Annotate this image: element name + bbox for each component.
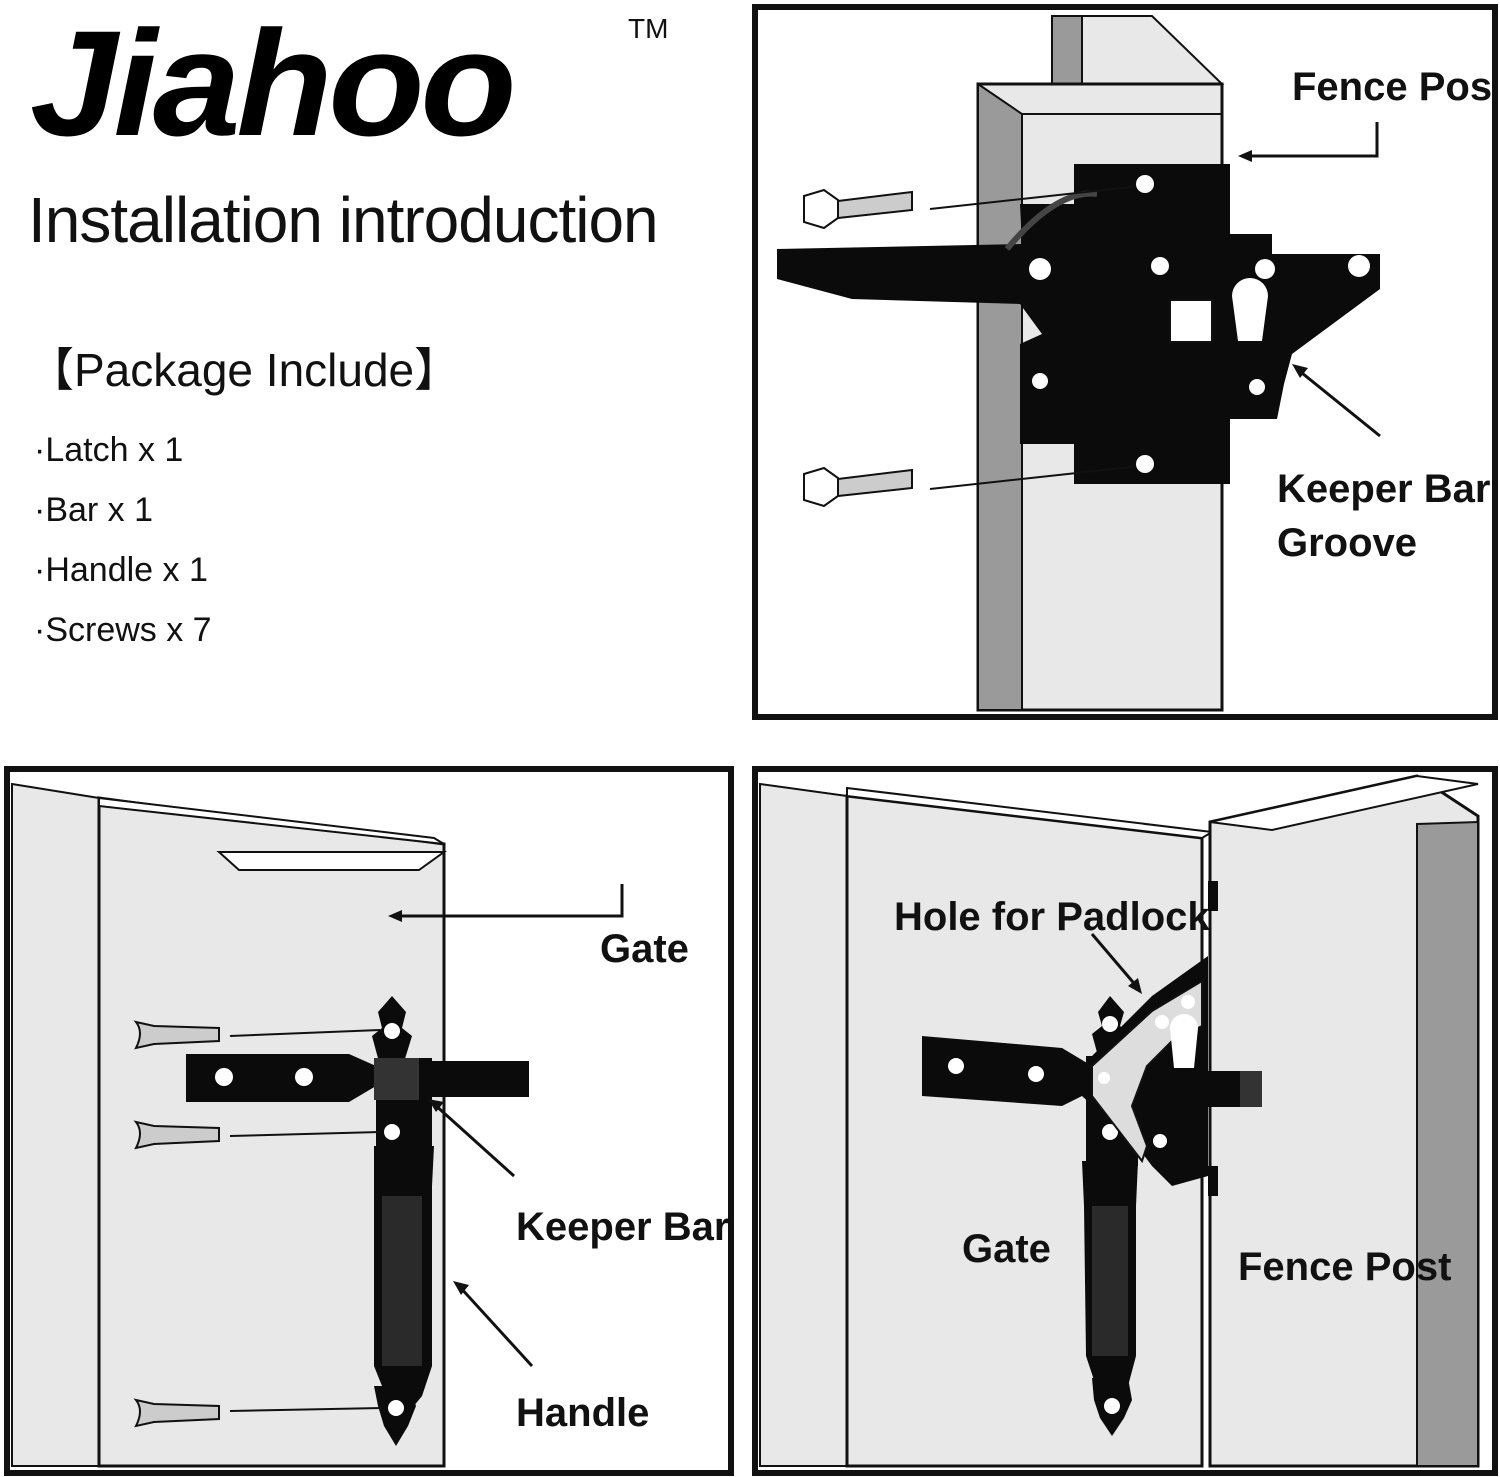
page-subtitle: Installation introduction	[28, 184, 659, 256]
screw-icon	[803, 188, 913, 230]
gate-shape	[11, 782, 448, 1468]
label-keeper-bar-groove-2: Groove	[1277, 521, 1417, 565]
fence-post-shape	[1208, 774, 1480, 1468]
package-item-screws: ·Screws x 7	[34, 611, 212, 649]
trademark-mark: TM	[628, 13, 669, 44]
label-fence-post: Fence Post	[1238, 1245, 1451, 1289]
screw-icon	[133, 1120, 220, 1150]
assembled-panel: Hole for Padlock Gate Fence Post	[752, 766, 1498, 1476]
screw-icon	[133, 1398, 220, 1428]
gate-panel: Gate Keeper Bar Handle	[4, 766, 734, 1476]
brand-logo: Jiahoo	[30, 0, 517, 167]
screw-icon	[803, 466, 913, 508]
package-item-handle: ·Handle x 1	[34, 551, 208, 589]
keeper-bar-hardware	[186, 1054, 529, 1102]
package-item-bar: ·Bar x 1	[34, 491, 154, 529]
package-title: 【Package Include】	[28, 344, 461, 396]
latch-hardware	[777, 164, 1380, 484]
label-fence-post: Fence Post	[1292, 65, 1498, 109]
label-gate: Gate	[600, 927, 689, 971]
latch-hardware	[1082, 881, 1218, 1196]
screw-icon	[133, 1020, 220, 1050]
latch-panel: Fence Post Keeper Bar Groove	[752, 4, 1498, 720]
label-keeper-bar: Keeper Bar	[516, 1205, 729, 1249]
package-item-latch: ·Latch x 1	[34, 431, 184, 469]
label-handle: Handle	[516, 1391, 649, 1435]
package-list: ·Latch x 1 ·Bar x 1 ·Handle x 1 ·Screws …	[34, 420, 212, 660]
label-hole-for-padlock: Hole for Padlock	[894, 895, 1210, 939]
label-keeper-bar-groove-1: Keeper Bar	[1277, 467, 1490, 511]
label-gate: Gate	[962, 1227, 1051, 1271]
keeper-bar-hardware	[922, 1036, 1262, 1107]
